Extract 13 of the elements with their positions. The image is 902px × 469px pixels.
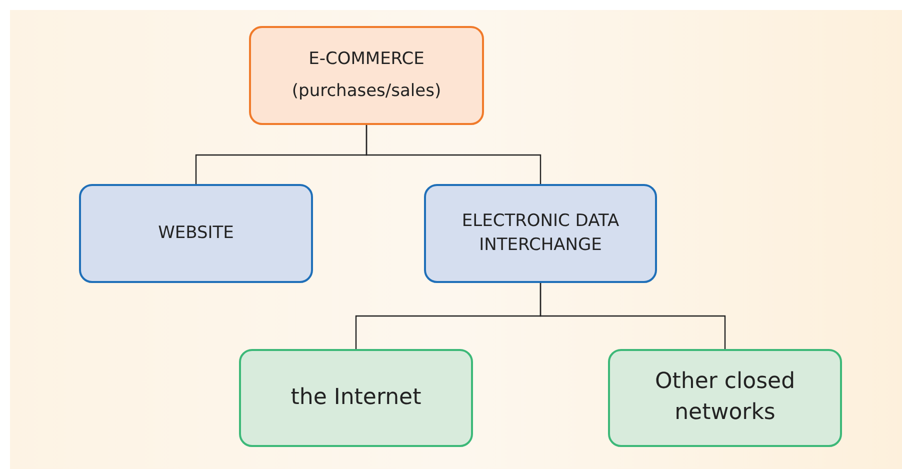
connector-line [540, 283, 726, 349]
category-box [239, 349, 473, 447]
box-label: the Internet [290, 384, 422, 412]
box-label: ELECTRONIC DATA INTERCHANGE [460, 210, 620, 256]
box-label: Other closed networks [654, 368, 796, 427]
connector-line [366, 125, 542, 184]
box-label: WEBSITE [157, 222, 235, 245]
category-box [424, 184, 657, 283]
category-box [79, 184, 313, 283]
box-subtitle: (purchases/sales) [290, 80, 442, 102]
box-label: E-COMMERCE [308, 48, 426, 71]
category-box [608, 349, 842, 447]
category-box [249, 26, 484, 125]
